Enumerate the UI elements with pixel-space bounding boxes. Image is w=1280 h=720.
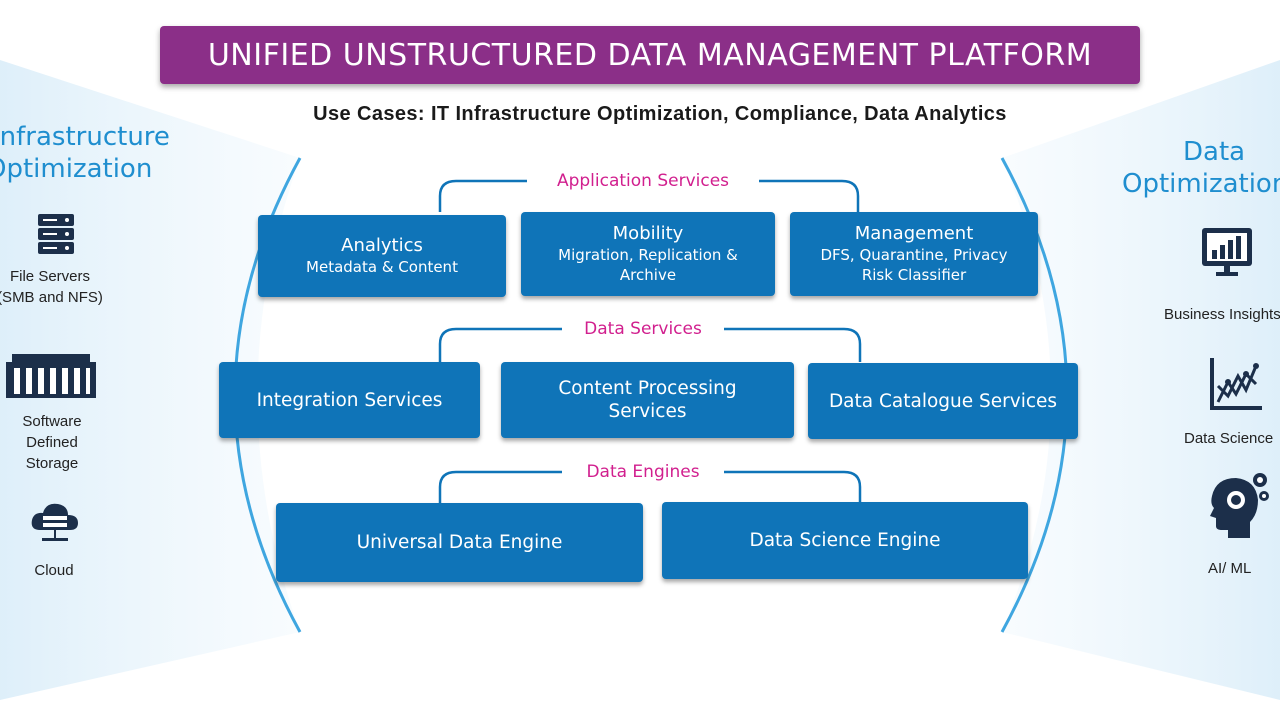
mobility-subtitle-line2: Archive bbox=[619, 266, 677, 284]
storage-building-icon bbox=[6, 354, 96, 398]
data-engines-label: Data Engines bbox=[562, 462, 724, 482]
data-science-engine-label: Data Science Engine bbox=[749, 530, 941, 551]
data-catalogue-box: Data Catalogue Services bbox=[808, 363, 1078, 439]
analytics-subtitle: Metadata & Content bbox=[306, 258, 458, 276]
title-banner: UNIFIED UNSTRUCTURED DATA MANAGEMENT PLA… bbox=[160, 26, 1140, 84]
head-gears-icon bbox=[1206, 470, 1272, 540]
business-insights-label: Business Insights bbox=[1164, 306, 1280, 323]
content-processing-line2: Services bbox=[608, 401, 687, 422]
cloud-server-icon bbox=[30, 500, 80, 546]
bar-chart-monitor-icon bbox=[1200, 226, 1254, 278]
left-panel-title-line1: Infrastructure bbox=[0, 122, 170, 152]
data-catalogue-label: Data Catalogue Services bbox=[828, 390, 1058, 412]
use-cases-subtitle: Use Cases: IT Infrastructure Optimizatio… bbox=[313, 103, 1007, 125]
mobility-box: Mobility Migration, Replication & Archiv… bbox=[521, 212, 775, 296]
universal-data-engine-box: Universal Data Engine bbox=[276, 503, 643, 582]
line-chart-icon bbox=[1208, 356, 1264, 412]
left-panel-title-line2: Optimization bbox=[0, 154, 153, 184]
left-panel-shade bbox=[0, 60, 300, 700]
software-defined-storage-label: Software Defined Storage bbox=[22, 413, 82, 472]
content-processing-box: Content Processing Services bbox=[501, 362, 794, 438]
page-title: UNIFIED UNSTRUCTURED DATA MANAGEMENT PLA… bbox=[207, 37, 1093, 73]
integration-services-label: Integration Services bbox=[256, 389, 443, 411]
file-servers-label: File Servers (SMB and NFS) bbox=[0, 268, 103, 306]
universal-data-engine-label: Universal Data Engine bbox=[356, 532, 563, 553]
right-panel-title-line1: Data bbox=[1183, 137, 1246, 167]
data-services-label: Data Services bbox=[562, 319, 724, 339]
cloud-label: Cloud bbox=[34, 562, 74, 579]
analytics-title: Analytics bbox=[341, 235, 423, 256]
management-title: Management bbox=[854, 223, 974, 244]
content-processing-line1: Content Processing bbox=[558, 378, 737, 399]
application-services-label: Application Services bbox=[527, 171, 759, 191]
server-rack-icon bbox=[34, 212, 78, 256]
management-box: Management DFS, Quarantine, Privacy Risk… bbox=[790, 212, 1038, 296]
ai-ml-label: AI/ ML bbox=[1208, 560, 1252, 577]
mobility-title: Mobility bbox=[612, 223, 684, 244]
analytics-box: Analytics Metadata & Content bbox=[258, 215, 506, 297]
management-subtitle-line2: Risk Classifier bbox=[861, 266, 967, 284]
integration-services-box: Integration Services bbox=[219, 362, 480, 438]
mobility-subtitle-line1: Migration, Replication & bbox=[558, 246, 738, 264]
data-science-engine-box: Data Science Engine bbox=[662, 502, 1028, 579]
right-panel-shade bbox=[1002, 60, 1280, 700]
management-subtitle-line1: DFS, Quarantine, Privacy bbox=[820, 246, 1008, 264]
data-science-label: Data Science bbox=[1184, 430, 1274, 447]
right-panel-title-line2: Optimization bbox=[1122, 169, 1280, 199]
